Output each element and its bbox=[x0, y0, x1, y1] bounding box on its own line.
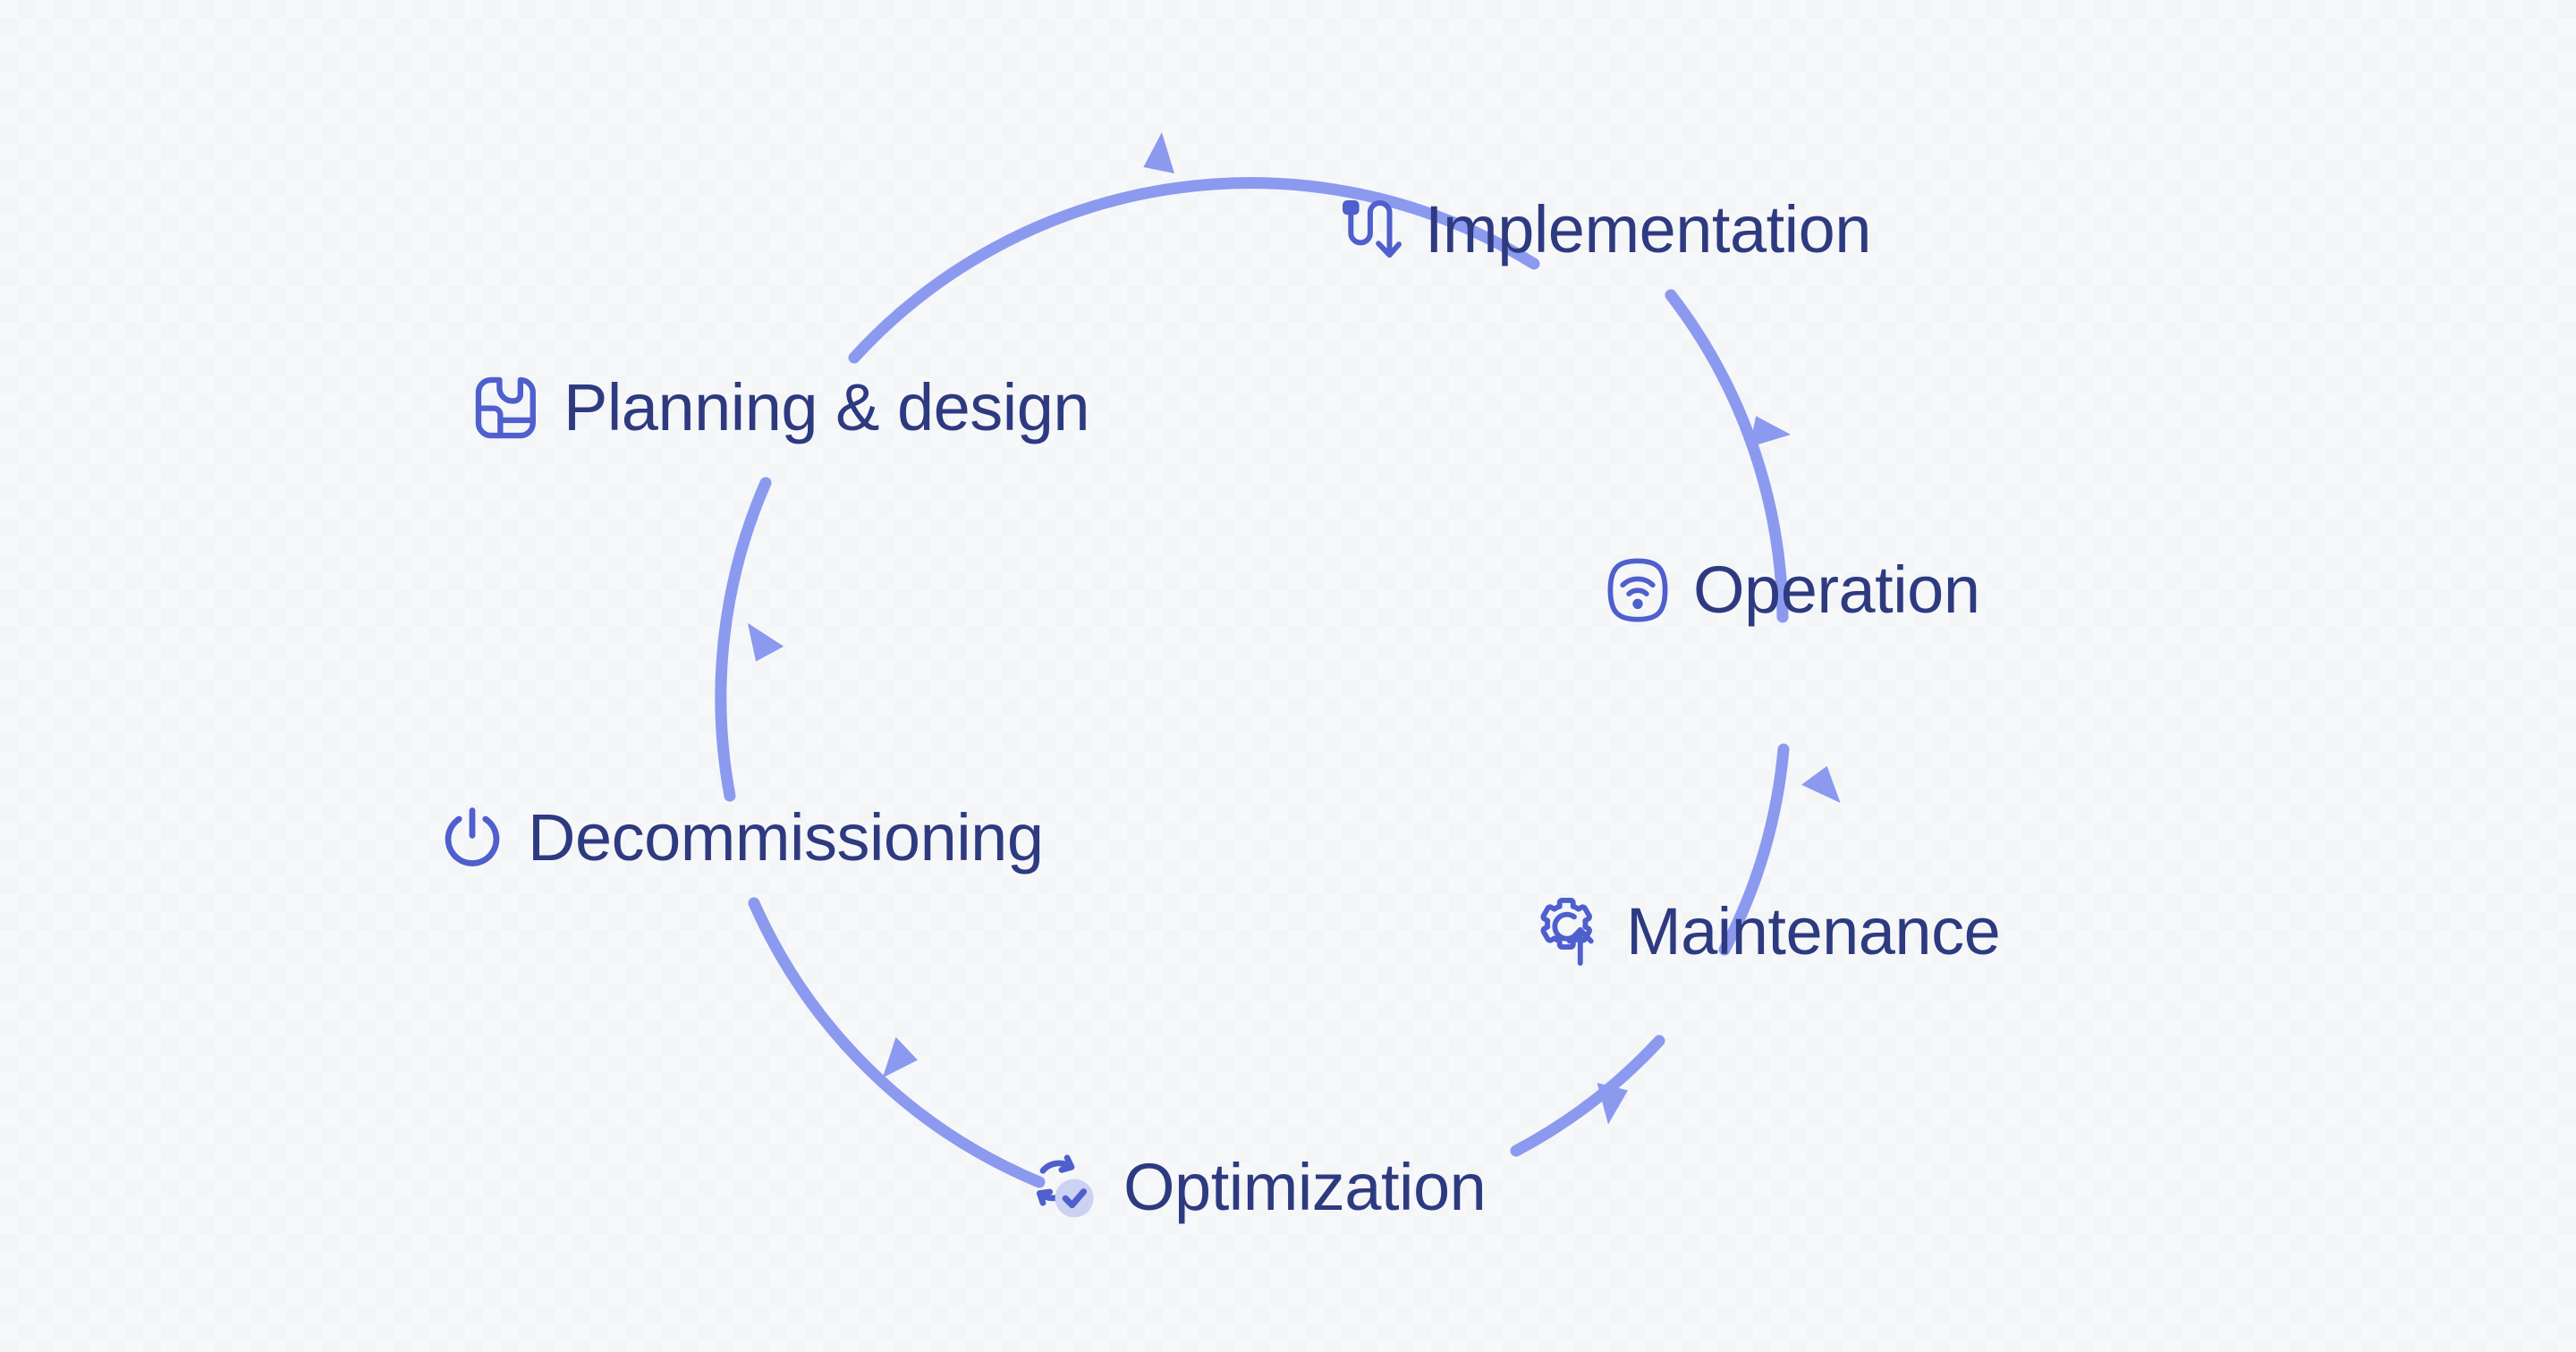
arrowhead-top bbox=[1143, 131, 1175, 173]
arrowhead-left bbox=[747, 622, 784, 662]
arc-operation-to-maintenance bbox=[1718, 743, 1790, 956]
stage-node-planning[interactable]: Planning & design bbox=[472, 370, 1090, 444]
stage-label-implementation: Implementation bbox=[1425, 192, 1871, 266]
arrowhead-lower-right bbox=[1597, 1083, 1628, 1125]
arc-maintenance-to-optimization bbox=[1510, 1035, 1665, 1157]
check-mark bbox=[1062, 1188, 1088, 1209]
stage-node-implementation[interactable]: Implementation bbox=[1337, 195, 1871, 265]
stage-node-decommissioning[interactable]: Decommissioning bbox=[440, 800, 1044, 875]
stage-node-operation[interactable]: Operation bbox=[1606, 553, 1980, 627]
arrowhead-upper-right bbox=[1750, 416, 1792, 448]
arrowhead-right bbox=[1801, 765, 1841, 803]
stage-node-optimization[interactable]: Optimization bbox=[1029, 1150, 1487, 1224]
arrowhead-bottom-left bbox=[882, 1036, 918, 1078]
cycle-direction-arrowheads bbox=[747, 131, 1841, 1125]
route-arrow-icon bbox=[1337, 195, 1402, 265]
arc-decommissioning-to-planning bbox=[715, 477, 772, 802]
stage-label-decommissioning: Decommissioning bbox=[528, 800, 1044, 875]
refresh-check-icon bbox=[1029, 1152, 1100, 1223]
stage-label-operation: Operation bbox=[1693, 553, 1980, 627]
cycle-ring-arcs bbox=[715, 177, 1790, 1188]
power-icon bbox=[440, 805, 504, 871]
stage-label-planning: Planning & design bbox=[564, 370, 1090, 444]
stage-node-maintenance[interactable]: Maintenance bbox=[1531, 894, 2001, 968]
arc-optimization-to-decommissioning bbox=[748, 897, 1046, 1188]
arc-planning-to-implementation bbox=[848, 177, 1540, 364]
layout-blueprint-icon bbox=[472, 374, 540, 442]
stage-label-maintenance: Maintenance bbox=[1626, 894, 2001, 968]
arc-implementation-to-operation bbox=[1665, 289, 1789, 623]
stage-label-optimization: Optimization bbox=[1123, 1150, 1487, 1224]
wifi-signal-square-icon bbox=[1606, 556, 1670, 624]
gear-arrow-up-icon bbox=[1531, 896, 1603, 968]
